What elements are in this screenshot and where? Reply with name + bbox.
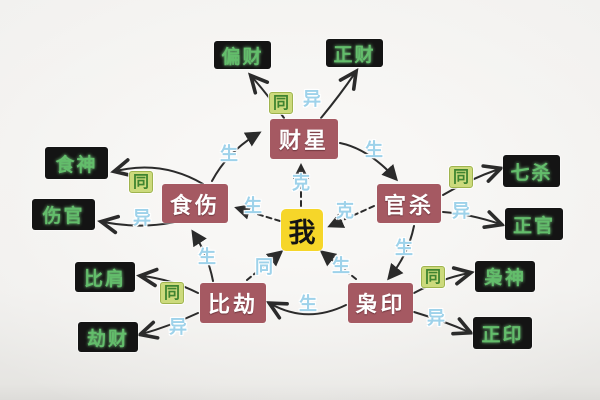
- tag-sheng-me-shishang: 生: [244, 196, 262, 217]
- tag-tong-guansha: 同: [448, 166, 474, 188]
- tag-yi-caixing: 异: [303, 89, 321, 110]
- node-caixing: 财星: [270, 119, 338, 159]
- tag-sheng-caixing-guansha: 生: [365, 140, 383, 161]
- edge-bijie-jiecai: [136, 312, 199, 340]
- node-qisha: 七杀: [503, 155, 560, 187]
- tag-yi-guansha: 异: [452, 201, 470, 222]
- tag-tong-shishang: 同: [128, 171, 154, 193]
- node-shishang: 食伤: [162, 184, 228, 223]
- tag-ke-me-caixing: 克: [292, 173, 310, 194]
- tag-tong-xiaoyin: 同: [420, 266, 446, 288]
- tag-sheng-guansha-xiaoyin: 生: [395, 238, 413, 259]
- tag-tong-bijie: 同: [159, 282, 185, 304]
- edge-caixing-zhengcai: [320, 68, 359, 119]
- node-zhengguan: 正官: [505, 208, 563, 240]
- tag-yi-xiaoyin: 异: [427, 308, 445, 329]
- node-guansha: 官杀: [377, 184, 441, 223]
- edge-caixing-piancai: [247, 72, 285, 119]
- edge-xiaoyin-me: [319, 250, 357, 280]
- node-xiaoyin: 枭印: [348, 283, 413, 323]
- edge-xiaoyin-zhengyin: [413, 311, 475, 336]
- edge-bijie-shishang: [191, 229, 214, 282]
- node-zhengyin: 正印: [473, 317, 532, 349]
- edge-xiaoyin-bijie: [265, 301, 347, 320]
- node-xiaoshen: 枭神: [475, 261, 535, 292]
- edge-guansha-me: [327, 205, 375, 228]
- tag-yi-shishang: 异: [133, 208, 151, 229]
- node-piancai: 偏财: [214, 41, 271, 69]
- node-bijian: 比肩: [75, 262, 135, 292]
- tag-tong-caixing: 同: [268, 92, 294, 114]
- edge-guansha-zhengguan: [442, 210, 506, 229]
- node-jiecai: 劫财: [78, 322, 138, 352]
- tag-sheng-xiaoyin-me: 生: [332, 256, 350, 277]
- tag-tong-bijie-me: 同: [255, 257, 273, 278]
- edge-shishang-caixing: [211, 131, 262, 182]
- node-bijie: 比劫: [200, 283, 266, 323]
- edge-shishang-shishen: [110, 158, 204, 185]
- edge-bijie-bijian: [136, 267, 199, 294]
- tag-sheng-shishang-caixing: 生: [220, 144, 238, 165]
- tag-sheng-xiaoyin-bijie: 生: [299, 294, 317, 315]
- tag-ke-guansha-me: 克: [336, 201, 354, 222]
- node-me: 我: [281, 209, 323, 251]
- node-shishen: 食神: [45, 147, 108, 179]
- tag-sheng-bijie-shishang: 生: [198, 247, 216, 268]
- tag-yi-bijie: 异: [169, 317, 187, 338]
- node-shangguan: 伤官: [32, 199, 95, 230]
- edge-bijie-me: [246, 250, 284, 281]
- node-zhengcai: 正财: [326, 39, 383, 67]
- edge-guansha-xiaoyin: [387, 225, 415, 281]
- edge-me-shishang: [234, 204, 281, 222]
- edge-caixing-guansha: [339, 142, 399, 182]
